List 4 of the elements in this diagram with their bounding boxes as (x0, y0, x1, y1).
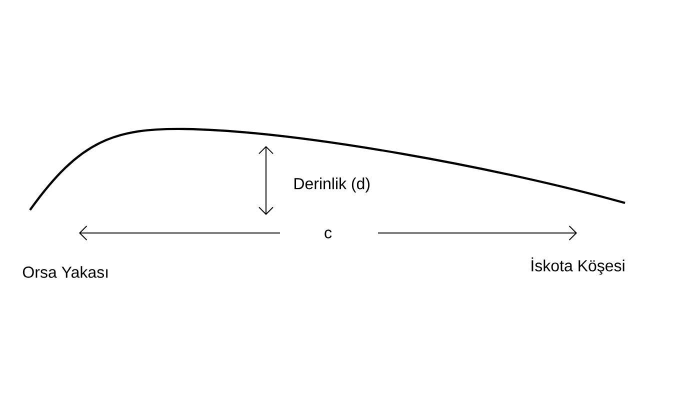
part-label: Orsa Yakası (22, 266, 108, 278)
part-label: İskota Köşesi (532, 257, 624, 275)
dimension-label: Derinlik (d) (294, 178, 370, 192)
dimension-label: c (324, 230, 332, 238)
